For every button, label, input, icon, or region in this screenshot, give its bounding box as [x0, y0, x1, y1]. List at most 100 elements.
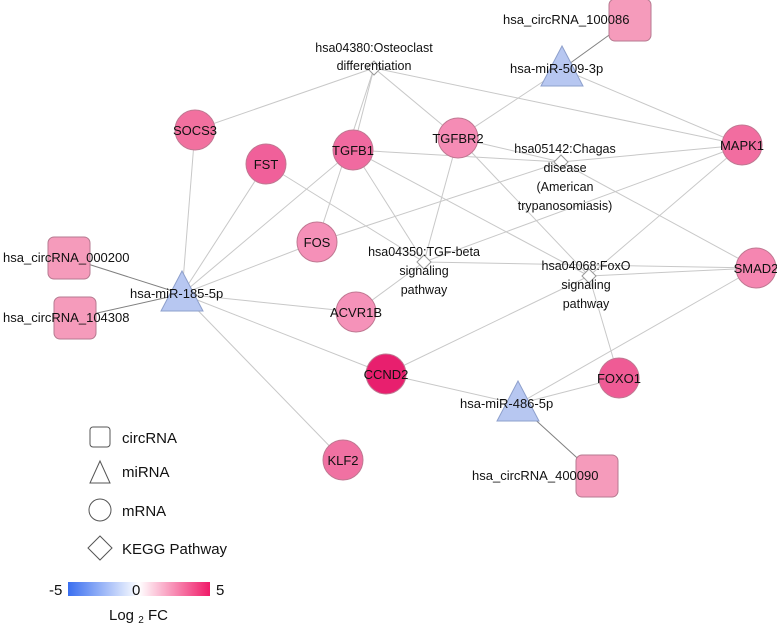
edge-kegg_04068-MAPK1	[588, 144, 743, 277]
edge-mir_185-FST	[181, 163, 267, 295]
node-circ-100086[interactable]: hsa_circRNA_100086	[503, 0, 652, 42]
node-circ-400090[interactable]: hsa_circRNA_400090	[472, 454, 619, 498]
color-scale-max-label: 5	[216, 582, 224, 599]
mrna-node-label: MAPK1	[720, 138, 764, 153]
node-socs3[interactable]: SOCS3	[173, 109, 217, 151]
node-kegg-05142[interactable]: hsa05142:Chagas disease (American trypanoso…	[514, 142, 615, 213]
circrna-node-label: hsa_circRNA_000200	[3, 250, 129, 265]
kegg-node-label-line: hsa04350:TGF-beta	[368, 245, 480, 259]
node-kegg-04380[interactable]: hsa04380:Osteoclast differentiation	[315, 41, 433, 76]
kegg-node-label-line: differentiation	[337, 59, 412, 73]
node-kegg-04350[interactable]: hsa04350:TGF-beta signaling pathway	[368, 245, 480, 297]
node-circ-000200[interactable]: hsa_circRNA_000200	[3, 236, 129, 280]
node-foxo1[interactable]: FOXO1	[597, 357, 641, 399]
node-smad2[interactable]: SMAD2	[734, 247, 777, 289]
legend: circRNA miRNA mRNA KEGG Pathway -5 0 5 L…	[49, 426, 228, 627]
mrna-node-label: KLF2	[327, 453, 358, 468]
mrna-node-label: TGFB1	[332, 143, 374, 158]
node-fos[interactable]: FOS	[296, 221, 338, 263]
color-scale-min-label: -5	[49, 582, 62, 599]
legend-circrna-icon	[89, 426, 111, 448]
node-fst[interactable]: FST	[245, 143, 287, 185]
mirna-node-label: hsa-miR-486-5p	[460, 396, 553, 411]
node-kegg-04068[interactable]: hsa04068:FoxO signaling pathway	[542, 259, 631, 311]
legend-mirna-icon	[89, 459, 111, 484]
kegg-node-label-line: pathway	[401, 283, 448, 297]
edge-kegg_04380-SOCS3	[194, 67, 375, 131]
edge-kegg_04350-TGFBR2	[423, 137, 459, 263]
kegg-node-label-line: hsa04380:Osteoclast	[315, 41, 433, 55]
legend-kegg-icon	[87, 535, 113, 561]
mrna-node-label: SOCS3	[173, 123, 217, 138]
mirna-node-label: hsa-miR-509-3p	[510, 61, 603, 76]
edge-mir_185-TGFB1	[181, 149, 354, 295]
kegg-node-label-line: hsa05142:Chagas	[514, 142, 615, 156]
edge-kegg_04380-MAPK1	[373, 67, 743, 146]
edge-mir_509-MAPK1	[561, 68, 743, 146]
edge-kegg_04068-CCND2	[385, 275, 590, 375]
node-tgfb1[interactable]: TGFB1	[332, 129, 374, 171]
circrna-node-shape	[47, 236, 91, 280]
node-ccnd2[interactable]: CCND2	[364, 353, 409, 395]
color-scale-bar	[68, 582, 210, 596]
kegg-node-label-line: signaling	[399, 264, 448, 278]
circrna-node-label: hsa_circRNA_100086	[503, 12, 629, 27]
legend-mirna-label: miRNA	[122, 464, 170, 481]
kegg-node-label-line: (American	[537, 180, 594, 194]
color-scale-title: Log 2 FC	[109, 607, 168, 627]
edge-mir_185-FOS	[181, 241, 318, 295]
node-circ-104308[interactable]: hsa_circRNA_104308	[3, 296, 129, 340]
edge-mir_185-KLF2	[181, 293, 344, 461]
edge-kegg_05142-FOS	[316, 161, 562, 243]
circrna-node-shape	[53, 296, 97, 340]
legend-circrna-label: circRNA	[122, 430, 177, 447]
mrna-node-shape	[721, 124, 763, 166]
edge-kegg_05142-SMAD2	[560, 161, 757, 269]
node-mir-486[interactable]: hsa-miR-486-5p	[460, 379, 553, 422]
kegg-node-label-line: signaling	[561, 278, 610, 292]
edge-mir_486-SMAD2	[517, 267, 757, 405]
edge-kegg_04068-TGFB1	[352, 149, 590, 277]
edge-kegg_04350-FST	[265, 163, 425, 263]
kegg-node-shape	[366, 60, 382, 76]
circrna-node-shape	[608, 0, 652, 42]
mrna-node-shape	[322, 439, 364, 481]
node-klf2[interactable]: KLF2	[322, 439, 364, 481]
mrna-node-shape	[598, 357, 640, 399]
edge-mir_185-SOCS3	[181, 129, 196, 295]
node-tgfbr2[interactable]: TGFBR2	[432, 117, 484, 159]
kegg-node-label-line: trypanosomiasis)	[518, 199, 612, 213]
mirna-node-shape	[496, 379, 540, 422]
color-scale-mid-label: 0	[132, 582, 140, 599]
mirna-node-label: hsa-miR-185-5p	[130, 286, 223, 301]
mrna-node-shape	[735, 247, 777, 289]
circrna-node-shape	[575, 454, 619, 498]
edge-kegg_04350-TGFB1	[352, 149, 425, 263]
kegg-node-label-line: pathway	[563, 297, 610, 311]
mrna-node-shape	[335, 291, 377, 333]
node-mir-509[interactable]: hsa-miR-509-3p	[510, 44, 603, 87]
kegg-node-label-line: hsa04068:FoxO	[542, 259, 631, 273]
nodes-layer: hsa_circRNA_100086 hsa_circRNA_000200 hsa_…	[3, 0, 777, 498]
kegg-node-shape	[416, 254, 432, 270]
mirna-node-shape	[160, 269, 204, 312]
mrna-node-shape	[332, 129, 374, 171]
legend-mrna-label: mRNA	[122, 503, 166, 520]
mrna-node-label: SMAD2	[734, 261, 777, 276]
edge-mir_185-CCND2	[181, 293, 387, 375]
edge-kegg_05142-MAPK1	[560, 144, 743, 163]
mrna-node-label: FOXO1	[597, 371, 641, 386]
mrna-node-label: TGFBR2	[432, 131, 483, 146]
edge-mir_486-CCND2	[385, 373, 519, 405]
edge-kegg_04068-SMAD2	[588, 267, 757, 277]
node-mapk1[interactable]: MAPK1	[720, 124, 764, 166]
legend-mrna-icon	[88, 498, 112, 522]
mrna-node-label: ACVR1B	[330, 305, 382, 320]
kegg-node-label-line: disease	[543, 161, 586, 175]
mrna-node-label: FST	[254, 157, 279, 172]
node-mir-185[interactable]: hsa-miR-185-5p	[130, 269, 223, 312]
edge-mir_185-ACVR1B	[181, 293, 357, 313]
node-acvr1b[interactable]: ACVR1B	[330, 291, 382, 333]
mirna-node-shape	[540, 44, 584, 87]
